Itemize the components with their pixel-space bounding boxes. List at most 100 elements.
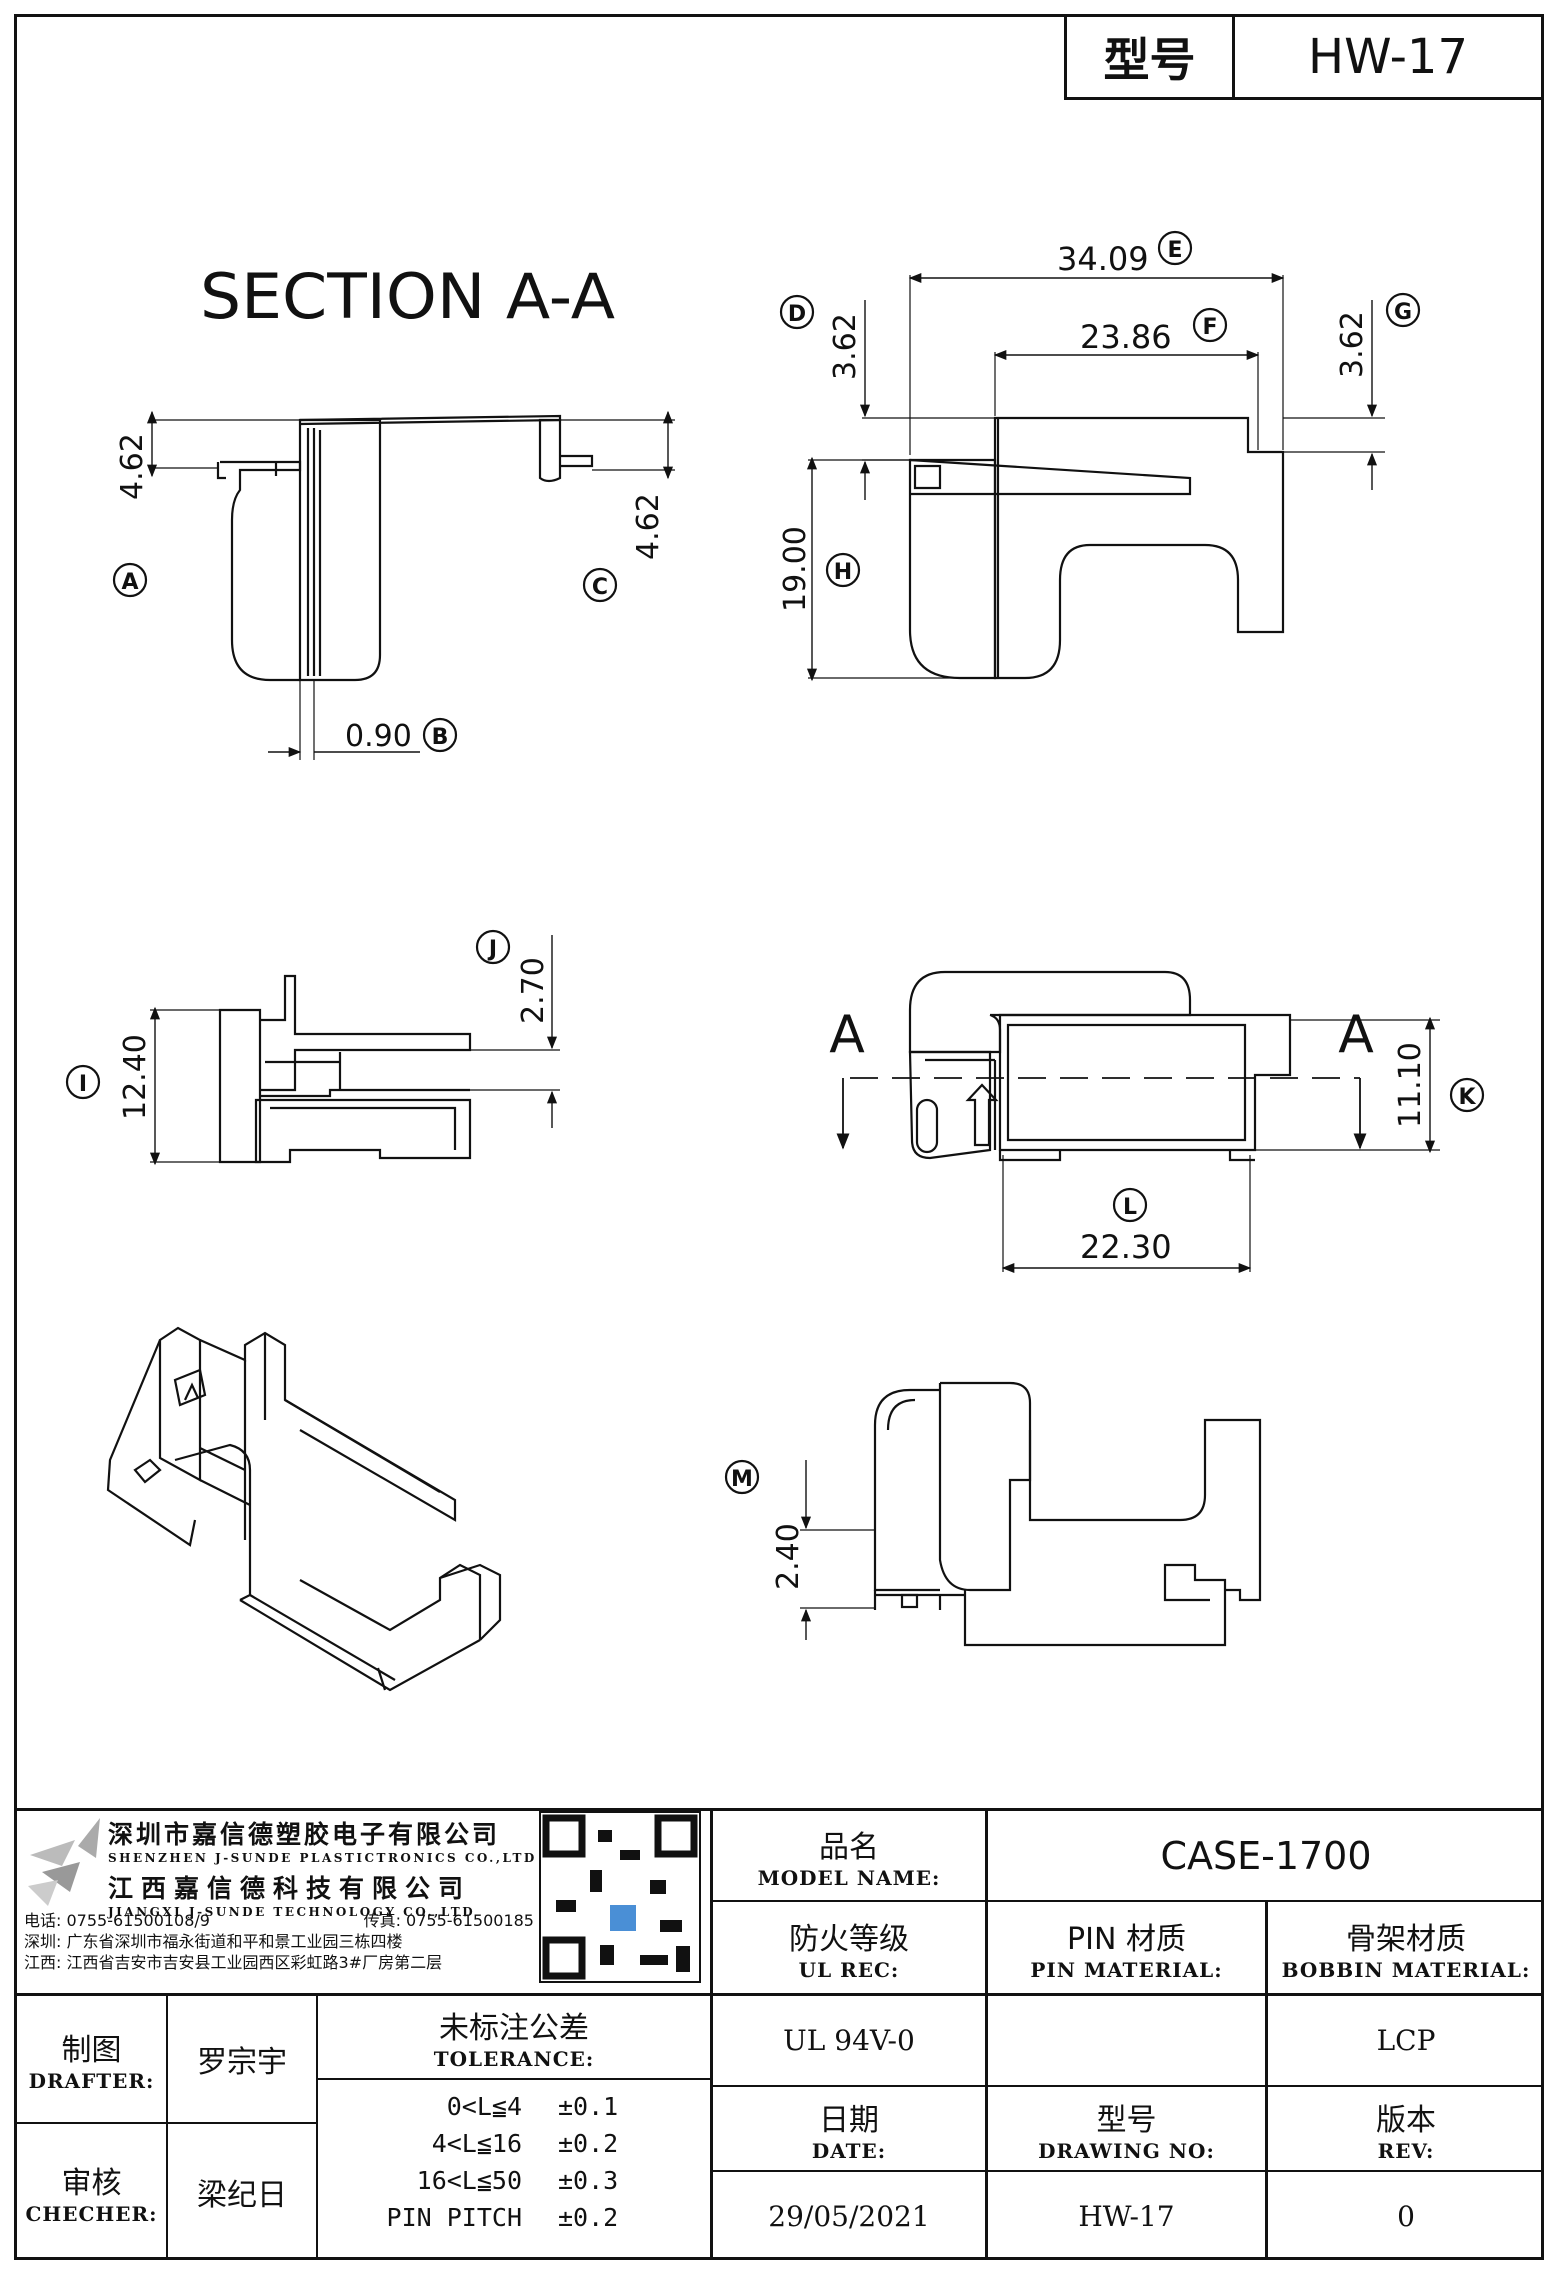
marker-h: H [834, 560, 852, 585]
section-title: SECTION A-A [200, 260, 615, 333]
marker-m: M [731, 1467, 753, 1492]
tolerance-label-zh: 未标注公差 [439, 2011, 589, 2046]
ul-label-zh: 防火等级 [789, 1921, 909, 1957]
pin-value-cell [988, 1996, 1265, 2085]
dim-e-value: 34.09 [1057, 240, 1149, 278]
ul-label-cell: 防火等级 UL REC: [713, 1902, 985, 1993]
company-name-jx: 江西嘉信德科技有限公司 [108, 1874, 472, 1903]
tolerance-table: 0<L≦4 ±0.1 4<L≦16 ±0.2 16<L≦50 ±0.3 PIN … [360, 2092, 660, 2240]
dim-g-value: 3.62 [1335, 311, 1370, 378]
model-name-label-zh: 品名 [819, 1829, 879, 1865]
model-name-value: CASE-1700 [1160, 1833, 1372, 1878]
model-name-label-cell: 品名 MODEL NAME: [713, 1811, 985, 1900]
checker-value: 梁纪日 [197, 2178, 287, 2213]
dim-l-value: 22.30 [1080, 1228, 1172, 1266]
ul-label-en: UL REC: [798, 1957, 900, 1982]
company-address-jx: 江西: 江西省吉安市吉安县工业园西区彩虹路3#厂房第二层 [24, 1953, 443, 1972]
section-view [216, 414, 594, 682]
section-mark-left: A [829, 1005, 865, 1065]
marker-d: D [788, 302, 806, 327]
section-mark-right: A [1338, 1005, 1374, 1065]
checker-value-cell: 梁纪日 [168, 2124, 316, 2260]
tolerance-row: 16<L≦50 ±0.3 [360, 2166, 660, 2203]
company-fax: 传真: 0755-61500185 [363, 1911, 534, 1930]
date-value: 29/05/2021 [768, 2199, 930, 2233]
marker-b: B [432, 725, 449, 750]
checker-label-cell: 审核 CHECHER: [17, 2124, 166, 2260]
front-view [908, 416, 1285, 680]
title-block-vrule-2 [985, 1808, 988, 2260]
title-block-top-rule [14, 1808, 1544, 1811]
drafter-label-zh: 制图 [61, 2033, 122, 2068]
drafter-value: 罗宗宇 [197, 2045, 287, 2080]
model-name-label-en: MODEL NAME: [757, 1865, 941, 1890]
dim-f-value: 23.86 [1080, 318, 1172, 356]
title-block-hrule-3 [710, 2170, 1544, 2172]
marker-g: G [1394, 300, 1412, 325]
dim-h-value: 19.00 [778, 526, 813, 612]
dim-m-value: 2.40 [771, 1523, 806, 1590]
marker-j: J [487, 937, 497, 962]
dim-c-value: 4.62 [631, 493, 666, 560]
company-name-sz-en: SHENZHEN J-SUNDE PLASTICTRONICS CO.,LTD [108, 1851, 537, 1865]
date-label-cell: 日期 DATE: [713, 2087, 985, 2170]
date-value-cell: 29/05/2021 [713, 2172, 985, 2260]
pin-label-zh: PIN 材质 [1067, 1921, 1186, 1957]
bobbin-label-en: BOBBIN MATERIAL: [1281, 1957, 1531, 1982]
title-block-hrule-5 [316, 2078, 710, 2080]
model-header-box: 型号 HW-17 [1064, 14, 1544, 100]
title-block-hrule-2 [710, 2085, 1544, 2087]
drawing-frame [14, 14, 1544, 2260]
tolerance-value: ±0.1 [558, 2092, 619, 2121]
marker-k: K [1458, 1085, 1476, 1110]
drafter-label-cell: 制图 DRAFTER: [17, 1996, 166, 2122]
pin-label-en: PIN MATERIAL: [1030, 1957, 1223, 1982]
rev-value-cell: 0 [1268, 2172, 1544, 2260]
dim-b-value: 0.90 [345, 719, 412, 754]
title-block-vrule-5 [316, 1993, 318, 2260]
dim-k-value: 11.10 [1393, 1042, 1428, 1128]
title-block-vrule-4 [166, 1993, 168, 2260]
drawing-value-cell: HW-17 [988, 2172, 1265, 2260]
company-name-jx-en: JIANGXI J-SUNDE TECHNOLOGY CO.,LTD [108, 1905, 476, 1919]
drafter-value-cell: 罗宗宇 [168, 1996, 316, 2122]
tolerance-row: 4<L≦16 ±0.2 [360, 2129, 660, 2166]
bobbin-value: LCP [1376, 2024, 1436, 2057]
drawing-label-zh: 型号 [1096, 2102, 1157, 2138]
checker-label-en: CHECHER: [25, 2202, 158, 2226]
marker-i: I [79, 1072, 87, 1097]
company-contacts: 电话: 0755-61500108/9 传真: 0755-61500185 深圳… [24, 1910, 534, 1973]
company-name-sz: 深圳市嘉信德塑胶电子有限公司 [108, 1820, 501, 1849]
dim-d-value: 3.62 [828, 313, 863, 380]
rev-value: 0 [1397, 2199, 1415, 2233]
date-label-en: DATE: [811, 2138, 887, 2163]
title-block-mid-rule [14, 1993, 1544, 1996]
rev-label-cell: 版本 REV: [1268, 2087, 1544, 2170]
ul-value-cell: UL 94V-0 [713, 1996, 985, 2085]
bobbin-value-cell: LCP [1268, 1996, 1544, 2085]
tolerance-range: PIN PITCH [386, 2203, 522, 2232]
marker-f: F [1202, 315, 1217, 340]
model-header-value: HW-17 [1307, 29, 1468, 85]
company-logo [28, 1818, 100, 1906]
marker-e: E [1167, 238, 1182, 263]
side-view [218, 974, 472, 1164]
tolerance-label-en: TOLERANCE: [433, 2047, 595, 2071]
tolerance-range: 16<L≦50 [416, 2166, 522, 2195]
marker-l: L [1123, 1195, 1137, 1220]
title-block-vrule-1 [710, 1808, 713, 2260]
company-phone: 电话: 0755-61500108/9 [24, 1911, 210, 1930]
tolerance-row: PIN PITCH ±0.2 [360, 2203, 660, 2240]
company-address-sz: 深圳: 广东省深圳市福永街道和平和景工业园三栋四楼 [24, 1932, 403, 1951]
tolerance-value: ±0.2 [558, 2203, 619, 2232]
top-view [908, 970, 1292, 1162]
qr-code [539, 1811, 701, 1983]
date-label-zh: 日期 [819, 2102, 879, 2138]
tolerance-range: 0<L≦4 [446, 2092, 522, 2121]
title-block-hrule-4 [14, 2122, 316, 2124]
dim-j-value: 2.70 [516, 957, 551, 1024]
company-info: 深圳市嘉信德塑胶电子有限公司 SHENZHEN J-SUNDE PLASTICT… [108, 1815, 538, 1919]
model-header-label: 型号 [1067, 17, 1235, 97]
ul-value: UL 94V-0 [783, 2024, 915, 2057]
